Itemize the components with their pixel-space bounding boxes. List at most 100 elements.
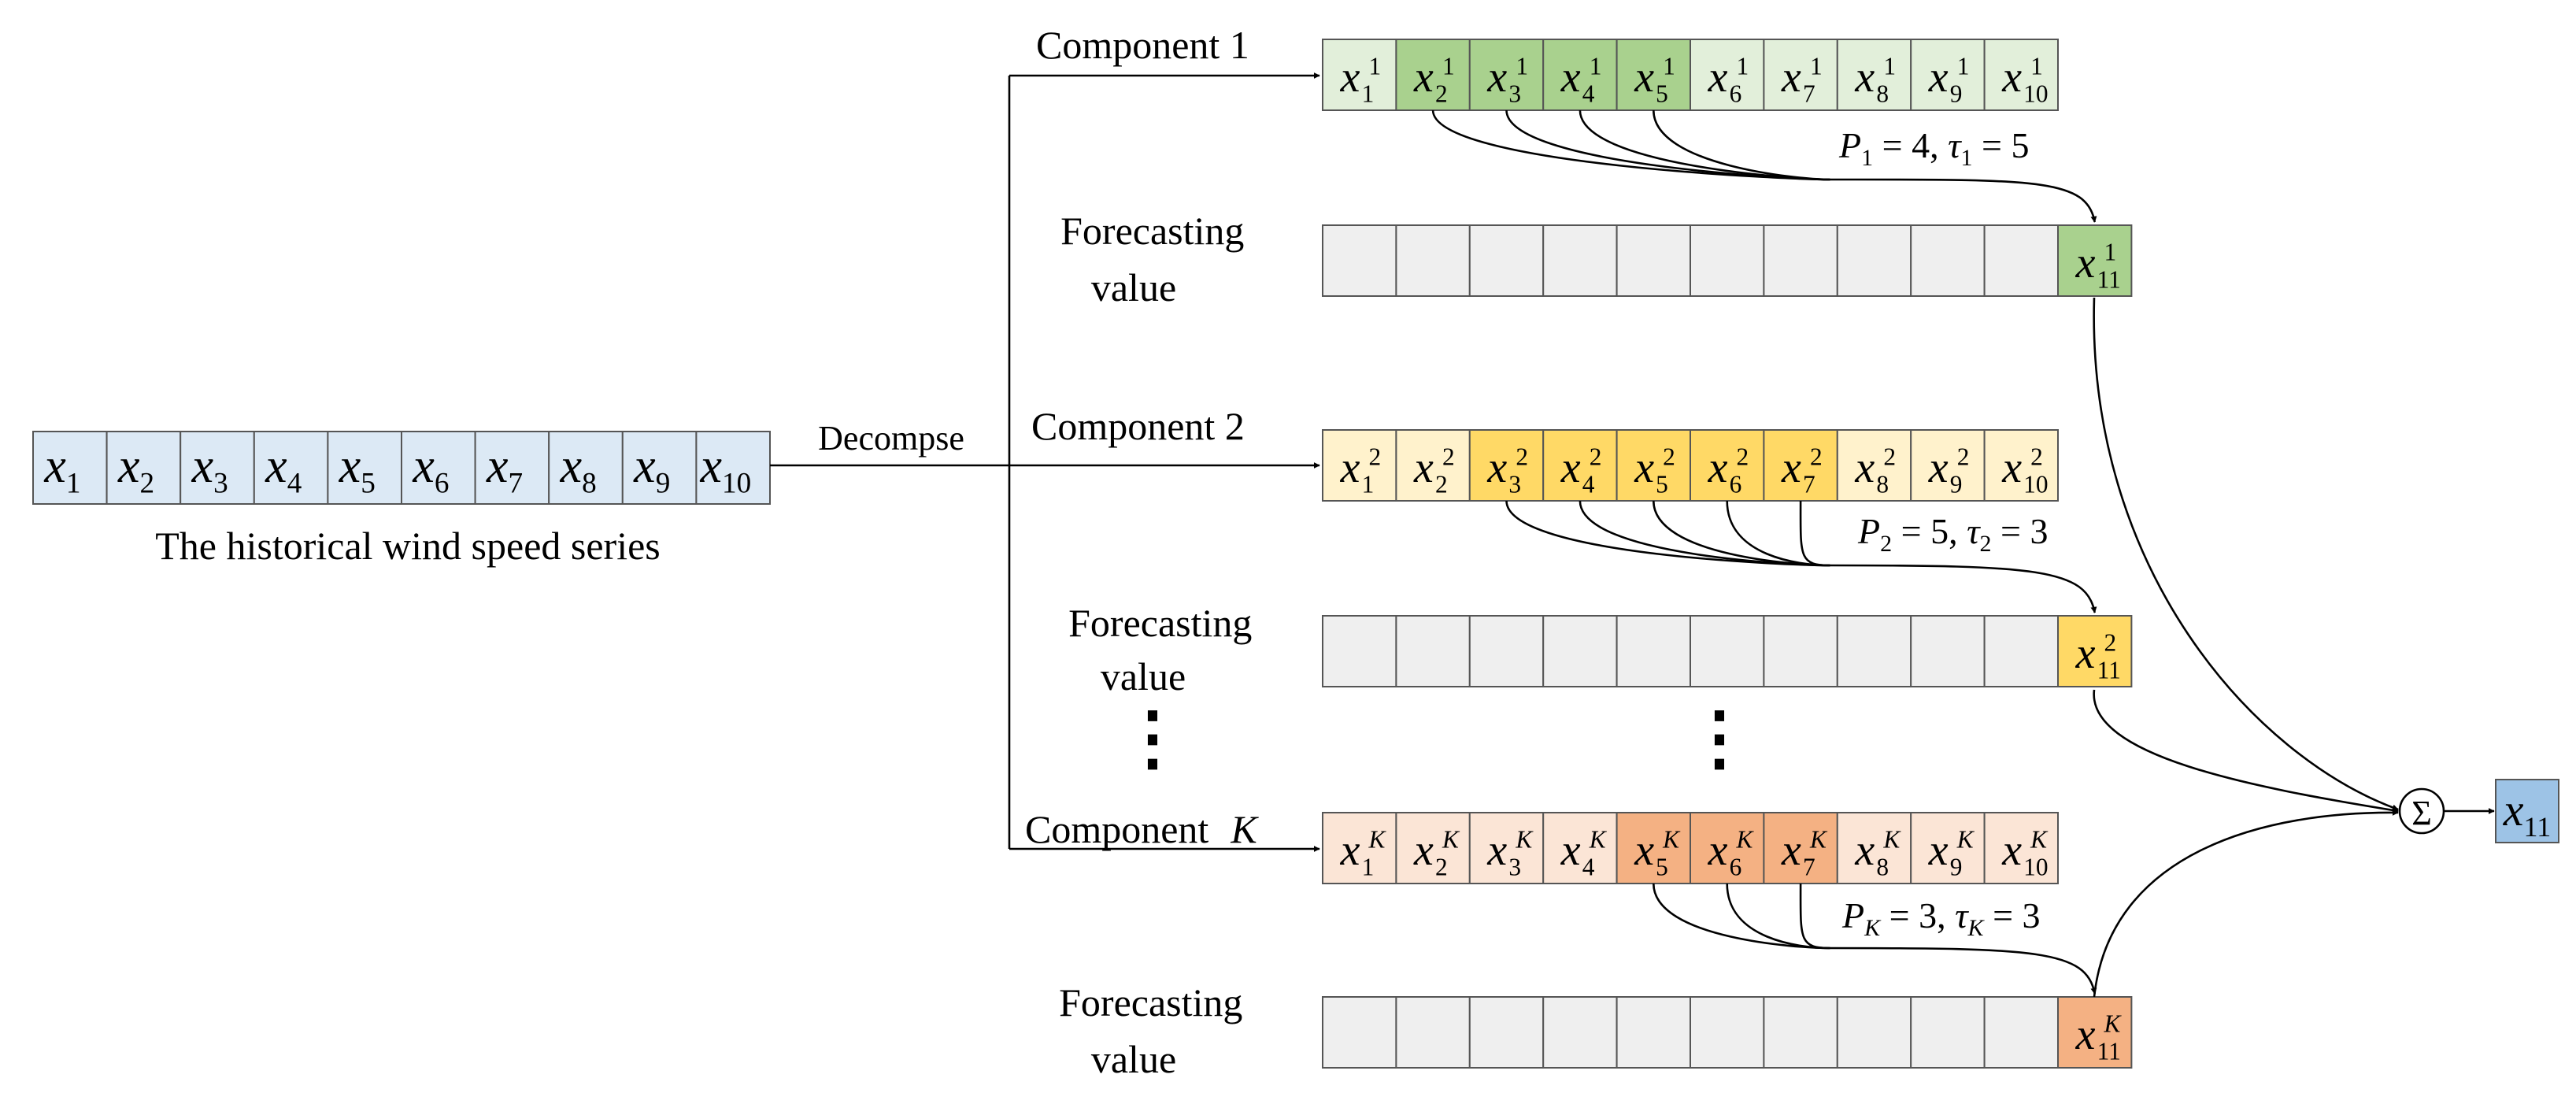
lag-link — [1505, 500, 1830, 567]
output-label: x11 — [2503, 784, 2551, 843]
component-1-cell — [1763, 39, 1838, 111]
forecasting-value-label-1: Forecasting value — [1060, 209, 1254, 309]
lag-to-forecast-arrow — [1830, 564, 2097, 613]
history-cell-label: x6 — [412, 439, 449, 500]
forecast-empty-cell — [1322, 224, 1397, 297]
forecast-empty-cell — [1395, 224, 1471, 297]
forecast-empty-cell — [1616, 224, 1692, 297]
forecasting-value-label-k: Forecasting value — [1059, 980, 1253, 1081]
decompose-label: Decompse — [818, 419, 964, 458]
component-1-cell — [1690, 39, 1765, 111]
history-cell — [32, 431, 108, 505]
forecast-empty-cell — [1763, 224, 1838, 297]
ellipsis-middle: ⋮ — [1684, 700, 1755, 778]
output-cell — [2495, 779, 2559, 843]
forecast-empty-cell — [1690, 996, 1765, 1069]
lag-link — [1799, 883, 1830, 950]
history-cell — [401, 431, 476, 505]
component-k-cell — [1690, 812, 1765, 884]
component-1-cell — [1983, 39, 2060, 111]
lag-link — [1579, 109, 1830, 181]
forecast-cell-2 — [2057, 615, 2133, 687]
forecast-empty-cell — [1836, 996, 1912, 1069]
history-cell-label: x10 — [699, 439, 751, 500]
forecast-empty-cell — [1910, 224, 1986, 297]
component-k-cell — [1983, 812, 2060, 884]
history-cell-label: x2 — [117, 439, 154, 500]
lag-link — [1799, 500, 1830, 567]
component-1-cell — [1322, 39, 1397, 111]
forecast-empty-cell — [1983, 224, 2060, 297]
component-k-cell — [1836, 812, 1912, 884]
history-cell — [548, 431, 624, 505]
component-2-label: Component 2 — [1031, 404, 1245, 448]
history-cell-label: x7 — [486, 439, 523, 500]
forecasting-value-label-2: Forecasting value — [1068, 601, 1262, 698]
history-caption: The historical wind speed series — [155, 524, 660, 568]
history-cell-label: x9 — [633, 439, 670, 500]
lag-link — [1579, 500, 1830, 567]
forecast-empty-cell — [1983, 615, 2060, 687]
component-2-cell — [1910, 429, 1986, 502]
forecast-empty-cell — [1542, 615, 1618, 687]
forecast-empty-cell — [1468, 996, 1545, 1069]
component-k-cell — [1322, 812, 1397, 884]
ellipsis-left: ⋮ — [1117, 700, 1188, 778]
component-k-cell — [1763, 812, 1838, 884]
lag-to-forecast-arrow — [1830, 947, 2097, 995]
forecast-empty-cell — [1910, 996, 1986, 1069]
forecast-empty-cell — [1836, 615, 1912, 687]
history-cell-label: x4 — [265, 439, 302, 500]
forecast-empty-cell — [1763, 996, 1838, 1069]
lag-links — [1431, 109, 2097, 995]
component-k-cell — [1910, 812, 1986, 884]
component-k-cell — [1468, 812, 1545, 884]
history-cell-label: x5 — [339, 439, 376, 500]
forecast-empty-cell — [1983, 996, 2060, 1069]
param-label-k: PK = 3, τK = 3 — [1841, 895, 2041, 941]
lag-link — [1505, 109, 1830, 181]
forecast-empty-cell — [1468, 224, 1545, 297]
forecast-empty-cell — [1542, 996, 1618, 1069]
forecast-empty-cell — [1763, 615, 1838, 687]
forecast-empty-cell — [1322, 615, 1397, 687]
forecast-empty-cell — [1616, 996, 1692, 1069]
component-1-cell — [1836, 39, 1912, 111]
component-2-cell — [1983, 429, 2060, 502]
forecast-empty-cell — [1690, 224, 1765, 297]
history-cell-label: x1 — [43, 439, 80, 500]
forecast-cell-1 — [2057, 224, 2133, 297]
component-2-cell — [1763, 429, 1838, 502]
forecast-empty-cell — [1616, 615, 1692, 687]
param-label-1: P1 = 4, τ1 = 5 — [1838, 125, 2029, 171]
component-2-cell — [1322, 429, 1397, 502]
forecast-empty-cell — [1395, 615, 1471, 687]
